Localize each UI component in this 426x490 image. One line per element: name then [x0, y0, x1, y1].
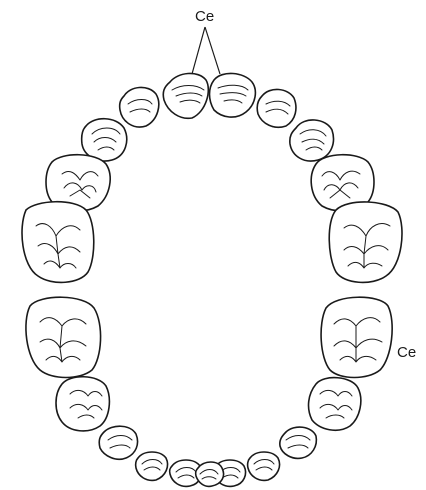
- tooth-lower-molar-left: [26, 297, 101, 377]
- tooth-upper-central-incisor-right: [210, 73, 256, 117]
- label-top-ce: Ce: [195, 8, 214, 25]
- tooth-lower-canine-left: [136, 452, 168, 480]
- tooth-upper-molar-left: [22, 202, 94, 283]
- tooth-upper-central-incisor-left: [163, 73, 208, 118]
- leader-line-right: [205, 27, 220, 74]
- tooth-lower-canine-right: [248, 452, 280, 480]
- label-right-ce: Ce: [397, 344, 416, 361]
- tooth-lower-molar-right: [321, 297, 392, 377]
- tooth-lower-second-premolar-right: [280, 427, 317, 458]
- tooth-upper-canine-left: [82, 119, 127, 161]
- leader-line-left: [192, 27, 205, 74]
- tooth-lower-central-incisor: [196, 462, 224, 486]
- tooth-lower-second-premolar-left: [99, 426, 137, 459]
- tooth-upper-lateral-incisor-right: [257, 89, 296, 127]
- tooth-lower-premolar-left: [56, 377, 109, 431]
- tooth-lower-premolar-right: [309, 378, 361, 431]
- tooth-upper-canine-right: [290, 120, 334, 161]
- tooth-upper-lateral-incisor-left: [120, 87, 159, 127]
- tooth-upper-molar-right: [329, 202, 402, 282]
